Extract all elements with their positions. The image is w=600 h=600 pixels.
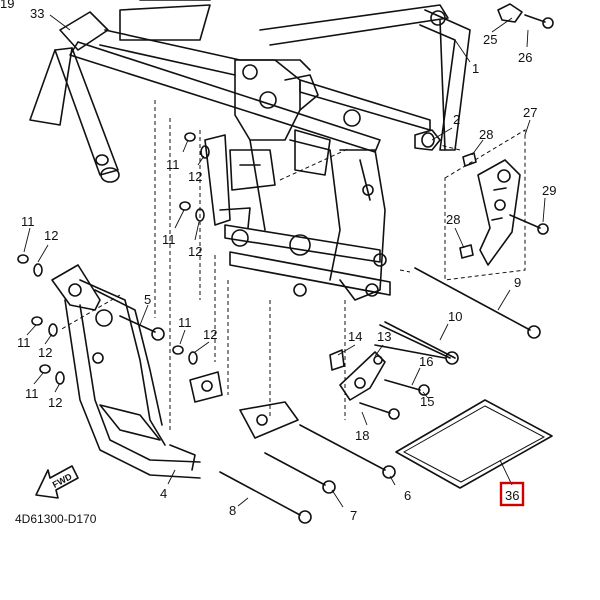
callout-11-d: 11 (178, 315, 192, 330)
callout-1: 1 (472, 61, 479, 76)
callout-11-a: 11 (166, 157, 180, 172)
bracket-assembly-27 (444, 129, 549, 281)
nuts-and-washers (17, 132, 210, 385)
callout-11-b: 11 (162, 232, 176, 247)
callout-18: 18 (355, 428, 369, 443)
callout-14: 14 (348, 329, 362, 344)
callout-28-bottom: 28 (446, 212, 460, 227)
callout-numbers: 19 33 25 26 1 27 2 28 29 28 11 12 11 12 … (0, 0, 556, 523)
reference-dash-lines (59, 100, 461, 430)
callout-26: 26 (518, 50, 532, 65)
callout-7: 7 (350, 508, 357, 523)
callout-28-top: 28 (479, 127, 493, 142)
callout-19: 19 (0, 0, 14, 11)
callout-12-d: 12 (203, 327, 217, 342)
callout-2: 2 (453, 112, 460, 127)
callout-4: 4 (160, 486, 167, 501)
callout-27: 27 (523, 105, 537, 120)
callout-10: 10 (448, 309, 462, 324)
callout-11-e: 11 (17, 335, 31, 350)
engine-mount-bracket (329, 324, 459, 420)
callout-11-c: 11 (21, 214, 35, 229)
callout-12-c: 12 (44, 228, 58, 243)
callout-11-f: 11 (25, 386, 39, 401)
callout-16: 16 (419, 354, 433, 369)
callout-8: 8 (229, 503, 236, 518)
callout-12-f: 12 (48, 395, 62, 410)
callout-12-b: 12 (188, 244, 202, 259)
diagram-code: 4D61300-D170 (15, 512, 97, 526)
callout-9: 9 (514, 275, 521, 290)
bolt-26-nut-25 (497, 3, 554, 29)
highlight-box-36 (499, 481, 525, 507)
fwd-arrow-icon: FWD (35, 465, 79, 499)
leader-lines (23, 14, 546, 508)
callout-36: 36 (505, 488, 519, 503)
callout-25: 25 (483, 32, 497, 47)
callout-12-a: 12 (188, 169, 202, 184)
long-bolts (119, 267, 541, 524)
callout-6: 6 (404, 488, 411, 503)
callout-15: 15 (420, 394, 434, 409)
callout-13: 13 (377, 329, 391, 344)
grommet-part-2 (414, 129, 441, 151)
callout-5: 5 (144, 292, 151, 307)
main-frame (29, 0, 471, 301)
callout-29: 29 (542, 183, 556, 198)
callout-12-e: 12 (38, 345, 52, 360)
lower-frame-guard (51, 264, 299, 479)
label-sheet-36 (395, 399, 553, 489)
callout-33: 33 (30, 6, 44, 21)
